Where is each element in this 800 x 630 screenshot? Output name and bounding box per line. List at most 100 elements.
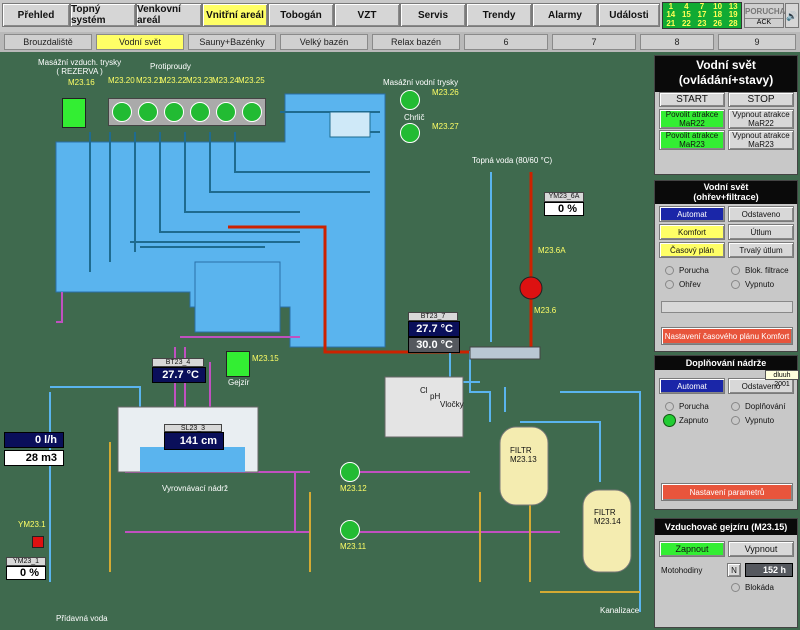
nav-alarmy[interactable]: Alarmy: [532, 3, 598, 27]
pump-icon[interactable]: [190, 102, 210, 122]
m2326-pump-icon[interactable]: [400, 90, 420, 110]
ym236a-tag: YM23_6A: [544, 192, 584, 202]
vypnuto-indicator: [731, 280, 740, 289]
panel-controls: Vodní svět (ovládání+stavy) START STOP P…: [654, 55, 798, 175]
alarm-cell: 14: [666, 10, 676, 20]
porucha-ack-button[interactable]: PORUCHA ACK: [744, 3, 785, 28]
parameters-button[interactable]: Nastavení parametrů: [661, 483, 793, 501]
counter-pump-6-label: M23.25: [238, 76, 265, 85]
pump-icon[interactable]: [112, 102, 132, 122]
geyser-blower-icon[interactable]: [226, 351, 250, 377]
refill-odstaveno-button[interactable]: Odstaveno: [728, 378, 794, 394]
stop-button[interactable]: STOP: [728, 92, 794, 107]
m2311-label: M23.11: [340, 542, 367, 551]
reset-hours-button[interactable]: N: [727, 563, 741, 577]
blower-zapnout-button[interactable]: Zapnout: [659, 541, 725, 557]
nav-trendy[interactable]: Trendy: [466, 3, 532, 27]
komfort-button[interactable]: Komfort: [659, 224, 725, 240]
start-button[interactable]: START: [659, 92, 725, 107]
ohrev-label: Ohřev: [679, 280, 701, 289]
blok-filtrace-indicator: [731, 266, 740, 275]
subtab-6[interactable]: 6: [464, 34, 548, 50]
blower-vypnout-button[interactable]: Vypnout: [728, 541, 794, 557]
subtab-sauny-bazenky[interactable]: Sauny+Bazénky: [188, 34, 276, 50]
filter-1-label: FILTR M23.13: [510, 446, 537, 464]
alarm-cell: 26: [713, 18, 723, 28]
alarm-cell: 22: [681, 18, 691, 28]
subtab-7[interactable]: 7: [552, 34, 636, 50]
nav-venkovni-areal[interactable]: Venkovní areál: [136, 3, 202, 27]
subtab-8[interactable]: 8: [640, 34, 714, 50]
refill-vypnuto-label: Vypnuto: [745, 416, 775, 425]
disable-mar22-button[interactable]: Vypnout atrakce MaR22: [728, 109, 794, 129]
bt237-value: 27.7 °C: [408, 321, 460, 337]
refill-automat-button[interactable]: Automat: [659, 378, 725, 394]
pump-icon[interactable]: [242, 102, 262, 122]
chrlic-label: Chrlič: [404, 113, 425, 122]
nav-vzt[interactable]: VZT: [334, 3, 400, 27]
nav-udalosti[interactable]: Události: [598, 3, 660, 27]
nav-servis[interactable]: Servis: [400, 3, 466, 27]
nav-topny-system[interactable]: Topný systém: [70, 3, 136, 27]
sub-navigation: Brouzdaliště Vodní svět Sauny+Bazénky Ve…: [0, 32, 800, 52]
blokada-indicator: [731, 583, 740, 592]
m236-label: M23.6: [534, 306, 557, 315]
m2312-pump-icon[interactable]: [340, 462, 360, 482]
utlum-button[interactable]: Útlum: [728, 224, 794, 240]
disable-mar23-button[interactable]: Vypnout atrakce MaR23: [728, 130, 794, 150]
ym236a-value[interactable]: 0 %: [544, 202, 584, 216]
heat-automat-button[interactable]: Automat: [659, 206, 725, 222]
panel-heating-title: Vodní svět (ohřev+filtrace): [655, 181, 797, 204]
panel-blower: Vzduchovač gejzíru (M23.15) Zapnout Vypn…: [654, 518, 798, 628]
trvaly-utlum-button[interactable]: Trvalý útlum: [728, 242, 794, 258]
subtab-brouzdaliste[interactable]: Brouzdaliště: [4, 34, 92, 50]
counter-pumps-group[interactable]: [108, 98, 266, 126]
counter-pump-2-label: M23.21: [136, 76, 163, 85]
m2327-pump-icon[interactable]: [400, 123, 420, 143]
refill-porucha-indicator: [665, 402, 674, 411]
blokada-label: Blokáda: [745, 583, 774, 592]
heating-water-label: Topná voda (80/60 °C): [472, 156, 553, 165]
m2312-label: M23.12: [340, 484, 367, 493]
alarm-cell: 23: [697, 18, 707, 28]
status-bar: [661, 301, 793, 313]
enable-mar22-button[interactable]: Povolit atrakce MaR22: [659, 109, 725, 129]
alarm-cell: 18: [713, 10, 723, 20]
alarm-cell: 4: [684, 2, 689, 11]
subtab-9[interactable]: 9: [718, 34, 796, 50]
alarm-cell: 19: [728, 10, 738, 20]
nav-tobogan[interactable]: Tobogán: [268, 3, 334, 27]
schedule-settings-button[interactable]: Nastavení časového plánu Komfort: [661, 327, 793, 345]
ym231-value[interactable]: 0 %: [6, 566, 46, 580]
blok-filtrace-label: Blok. filtrace: [745, 266, 789, 275]
pump-icon[interactable]: [138, 102, 158, 122]
panel-heating: Vodní svět (ohřev+filtrace) Automat Odst…: [654, 180, 798, 352]
subtab-velky-bazen[interactable]: Velký bazén: [280, 34, 368, 50]
alarm-grid[interactable]: 1 4 7 10 13 14 15 17 18 19 21 22 23 26 2…: [662, 2, 742, 29]
ym231-tag: YM23_1: [6, 557, 46, 566]
nav-vnitrni-areal[interactable]: Vnitřní areál: [202, 3, 268, 27]
level-value: 141 cm: [164, 432, 224, 450]
top-navigation: Přehled Topný systém Venkovní areál Vnit…: [0, 0, 800, 32]
subtab-relax-bazen[interactable]: Relax bazén: [372, 34, 460, 50]
m2316-blower-icon[interactable]: [62, 98, 86, 128]
m236a-label: M23.6A: [538, 246, 566, 255]
alarm-cell: 17: [697, 10, 707, 20]
nav-prehled[interactable]: Přehled: [2, 3, 70, 27]
alarm-cell: 21: [666, 18, 676, 28]
alarm-cell: 10: [713, 2, 723, 11]
vypnuto-label: Vypnuto: [745, 280, 775, 289]
heat-odstaveno-button[interactable]: Odstaveno: [728, 206, 794, 222]
pump-icon[interactable]: [164, 102, 184, 122]
bt237-setpoint[interactable]: 30.0 °C: [408, 337, 460, 353]
speaker-icon[interactable]: 🔊: [785, 3, 799, 28]
flow-value: 0 l/h: [4, 432, 64, 448]
pump-icon[interactable]: [216, 102, 236, 122]
m2311-pump-icon[interactable]: [340, 520, 360, 540]
ym231-valve-icon[interactable]: [32, 536, 44, 548]
enable-mar23-button[interactable]: Povolit atrakce MaR23: [659, 130, 725, 150]
panel-blower-title: Vzduchovač gejzíru (M23.15): [655, 519, 797, 535]
casovy-plan-button[interactable]: Časový plán: [659, 242, 725, 258]
subtab-vodni-svet[interactable]: Vodní svět: [96, 34, 184, 50]
counter-pump-1-label: M23.20: [108, 76, 135, 85]
